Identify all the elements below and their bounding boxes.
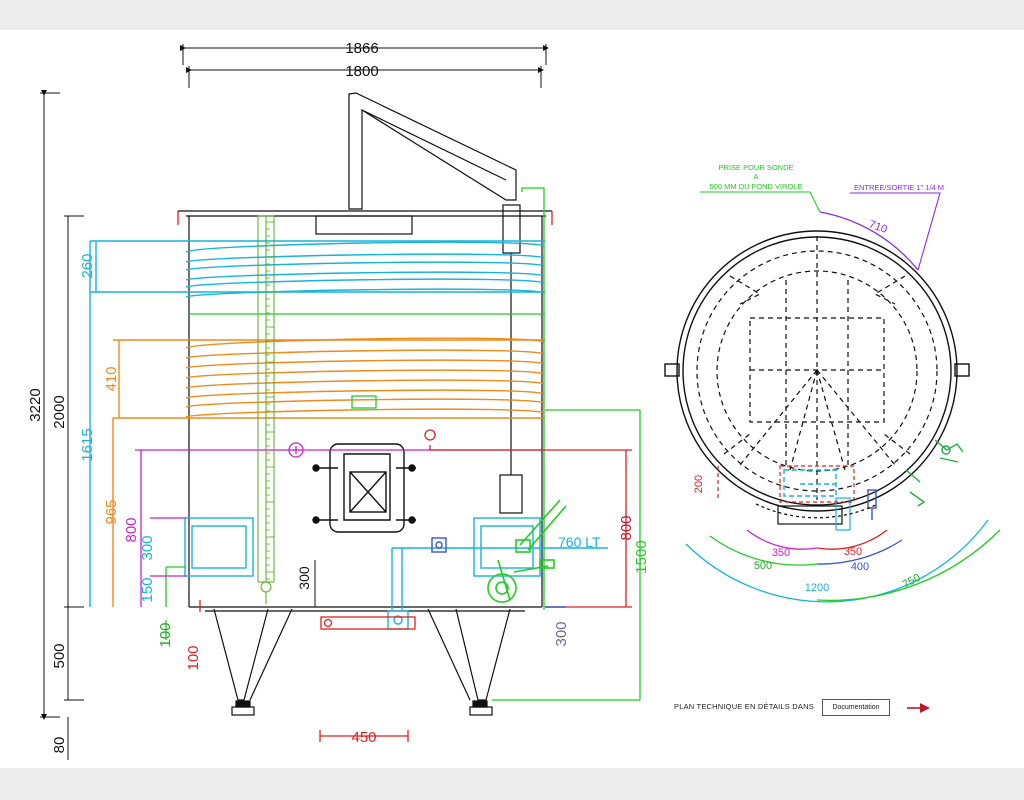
top-view-leaders — [700, 191, 941, 271]
dim-3220: 3220 — [27, 388, 44, 421]
dim-350-right: 350 — [844, 546, 862, 558]
dim-1200: 1200 — [805, 582, 829, 594]
dim-450: 450 — [351, 729, 376, 746]
arrow-right-icon[interactable] — [906, 701, 932, 715]
cooling-jacket-lower — [112, 337, 545, 607]
dim-965: 965 — [103, 499, 120, 524]
dim-1866: 1866 — [345, 40, 378, 57]
red-lines — [177, 211, 632, 742]
dim-410: 410 — [103, 366, 120, 391]
dim-800-right: 800 — [618, 515, 635, 540]
volume-label: 760 LT — [558, 534, 601, 550]
dim-150: 150 — [139, 577, 156, 602]
black-dimensions — [40, 44, 549, 760]
dim-710: 710 — [867, 218, 888, 236]
level-gauge — [257, 215, 275, 604]
top-view-dashed-structure — [696, 236, 938, 500]
top-view-red-box — [717, 465, 855, 503]
level-gauge-ticks — [266, 221, 274, 580]
top-view-side-valve[interactable] — [905, 439, 964, 507]
dim-1800: 1800 — [345, 63, 378, 80]
dim-400: 400 — [851, 561, 869, 573]
probe-note-line3: 500 MM DU FOND VIROLE — [710, 182, 803, 191]
cooling-jacket-upper — [89, 240, 545, 607]
tank-body — [178, 210, 552, 716]
dim-100-red: 100 — [185, 645, 202, 670]
dim-1500: 1500 — [633, 540, 650, 573]
drawing-sheet — [0, 30, 1024, 768]
top-view-dim-arcs — [685, 211, 1001, 603]
footer-label: PLAN TECHNIQUE EN DÉTAILS DANS — [674, 702, 814, 711]
manway-door[interactable] — [312, 443, 416, 533]
dim-1615: 1615 — [79, 428, 96, 461]
magenta-lines — [135, 442, 545, 607]
dim-80: 80 — [51, 737, 68, 754]
dim-500-top: 500 — [754, 560, 772, 572]
dim-300-center: 300 — [296, 566, 312, 590]
inlet-note: ENTREE/SORTIE 1" 1/4 M — [854, 183, 944, 192]
dim-300-right: 300 — [553, 621, 570, 646]
top-view-bottom-outlet[interactable] — [783, 469, 837, 497]
dim-750: 750 — [901, 572, 923, 591]
racking-valve[interactable] — [487, 499, 567, 603]
blue-pump[interactable] — [431, 537, 566, 608]
dim-500: 500 — [51, 643, 68, 668]
dim-100-green: 100 — [157, 622, 174, 647]
documentation-button[interactable]: Documentation — [822, 699, 890, 716]
probe-note-line2: A — [753, 172, 758, 181]
green-guide-lines — [165, 187, 641, 701]
dim-200-top: 200 — [693, 475, 705, 493]
dim-260: 260 — [79, 253, 96, 278]
dim-2000: 2000 — [51, 395, 68, 428]
dim-800-left: 800 — [123, 517, 140, 542]
top-view-purple-nozzle[interactable] — [867, 489, 877, 520]
probe-note-line1: PRISE POUR SONDE — [718, 163, 793, 172]
dim-300-left: 300 — [139, 535, 156, 560]
dim-350-left: 350 — [772, 547, 790, 559]
